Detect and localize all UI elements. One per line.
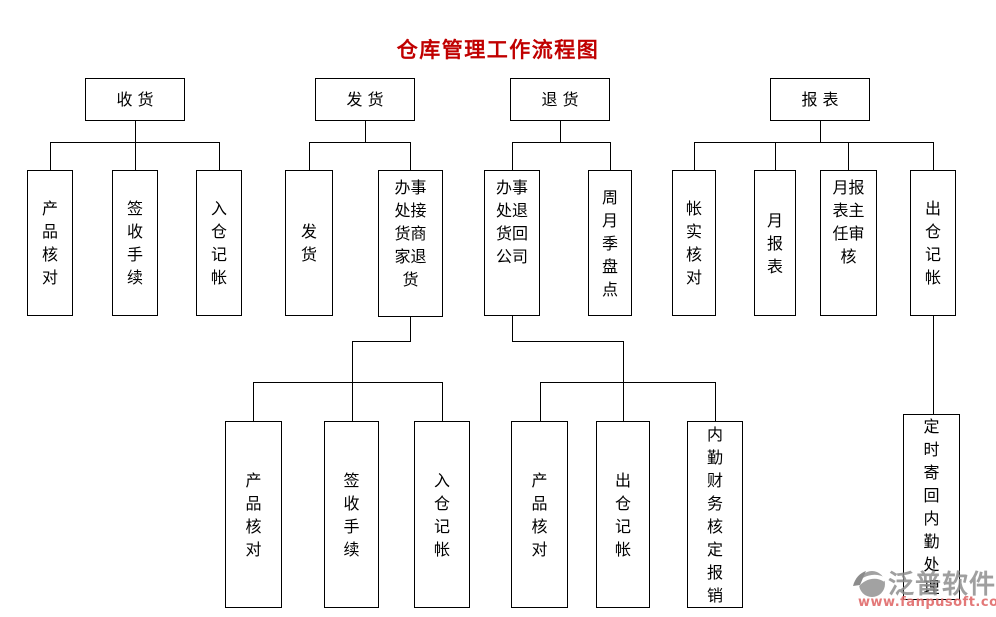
connector [512,142,513,170]
watermark-brand: 泛普软件 [888,570,996,600]
connector [623,382,624,421]
node-office-return-to-company: 办事处退货回公司 [484,170,540,316]
node-label: 周月季盘点 [601,187,618,299]
node-label: 产品核对 [245,470,262,559]
node-office-receive-merchant-returns: 办事处接货商家退货 [378,170,443,317]
node-warehouse-in-bookkeeping: 入仓 记帐 [414,421,470,608]
connector [410,316,411,341]
connector [623,341,624,382]
watermark-url: www.fanpusoft.com [858,595,996,610]
flowchart-title: 仓库管理工作流程图 [396,38,600,62]
connector [540,382,716,383]
node-label: 入仓 记帐 [210,199,244,287]
connector [540,382,541,421]
connector [715,382,716,427]
node-dispatch: 发货 [315,78,415,121]
node-warehouse-out-bookkeeping: 出仓 记帐 [910,170,958,316]
node-periodic-stocktake: 周月季盘点 [588,170,632,316]
connector [253,382,254,421]
connector [775,142,776,170]
node-product-check: 产品核对 [27,170,73,316]
connector [560,121,561,142]
connector [933,316,934,414]
node-label: 出仓 记帐 [614,470,648,559]
node-account-reality-check: 帐实核对 [672,170,716,316]
connector [442,382,443,421]
watermark-logo-icon [852,571,886,597]
node-label: 办事处接货商家退货 [394,178,427,289]
node-label: 发货 [346,90,389,109]
node-label: 签收手续 [343,470,360,559]
connector [352,382,353,421]
node-label: 月报表 [766,210,783,276]
node-label: 出仓 记帐 [924,199,958,287]
node-product-check: 产品核对 [225,421,282,608]
connector [309,142,310,170]
node-scheduled-mail-back-office: 定时寄回内勤处理 [903,414,960,600]
node-back-office-finance-approve-reimburse: 内勤财务核定报销 [687,421,743,608]
connector [512,142,611,143]
node-reports: 报表 [770,78,870,121]
connector [352,341,411,342]
node-receiving: 收货 [85,78,185,121]
node-monthly-report-director-review: 月报表主任审核 [820,170,877,316]
node-label: 报表 [801,90,844,109]
node-label: 发 货 [300,222,334,264]
connector [512,341,624,342]
connector [610,142,611,170]
node-label: 退货 [541,90,584,109]
node-label: 入仓 记帐 [433,470,467,559]
node-label: 收货 [116,90,159,109]
node-label: 定时寄回内勤处理 [923,417,940,597]
node-dispatch-goods: 发 货 [285,170,333,316]
connector [309,142,411,143]
connector [694,142,695,170]
node-label: 内勤财务核定报销 [706,424,723,605]
node-returns: 退货 [510,78,610,121]
connector [135,121,136,142]
node-label: 产品核对 [41,199,58,287]
connector [135,142,136,170]
connector [253,382,443,383]
connector [848,142,849,170]
connector [410,142,411,170]
connector [50,142,51,170]
connector [512,316,513,341]
node-label: 产品核对 [531,470,548,559]
node-product-check: 产品核对 [511,421,568,608]
node-label: 帐实核对 [685,199,702,287]
watermark: 泛普软件 www.fanpusoft.com [852,564,996,616]
node-label: 签收手续 [126,199,143,287]
node-label: 月报表主任审核 [832,178,865,266]
connector [365,121,366,142]
connector [933,142,934,170]
node-warehouse-out-bookkeeping: 出仓 记帐 [596,421,650,608]
connector [694,142,934,143]
node-sign-procedure: 签收手续 [112,170,158,316]
node-sign-procedure: 签收手续 [324,421,379,608]
connector [820,121,821,142]
node-warehouse-in-bookkeeping: 入仓 记帐 [196,170,244,316]
node-label: 办事处退货回公司 [495,178,528,266]
node-monthly-report: 月报表 [754,170,796,316]
connector [219,142,220,170]
connector [352,341,353,382]
